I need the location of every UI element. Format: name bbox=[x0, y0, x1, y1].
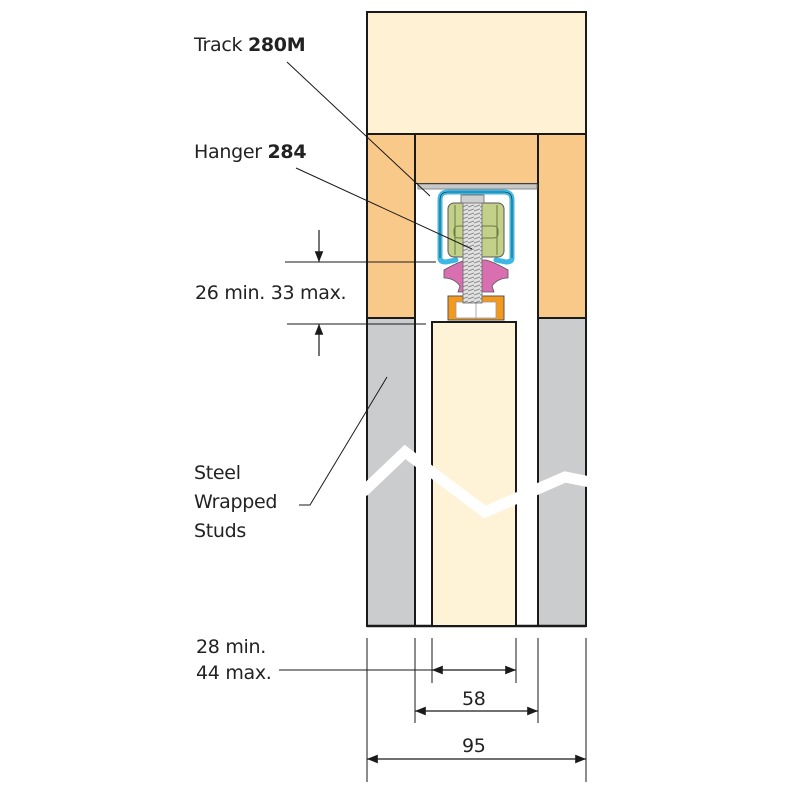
timber-right bbox=[537, 133, 587, 319]
timber-top bbox=[414, 133, 539, 185]
label-hanger-code: 284 bbox=[267, 141, 307, 163]
track-mounting-plate bbox=[417, 183, 538, 190]
break-line bbox=[359, 444, 592, 519]
dimension-overall-width: 95 bbox=[462, 735, 486, 757]
hanger-bolt bbox=[462, 194, 483, 304]
label-track-code: 280M bbox=[247, 34, 306, 56]
label-studs-line1: Steel bbox=[194, 462, 241, 484]
label-track: Track 280M bbox=[194, 34, 306, 56]
label-door-thickness-min: 28 min. bbox=[196, 636, 266, 658]
label-hanger-prefix: Hanger bbox=[194, 141, 262, 163]
steel-stud-right bbox=[537, 317, 587, 627]
leader-studs bbox=[299, 376, 388, 506]
leader-hanger bbox=[295, 167, 473, 250]
label-door-thickness-max: 44 max. bbox=[196, 662, 272, 684]
label-track-prefix: Track bbox=[194, 34, 243, 56]
leader-track bbox=[286, 61, 431, 197]
label-gap-dimension: 26 min. 33 max. bbox=[195, 282, 347, 304]
label-studs-line2: Wrapped bbox=[194, 491, 278, 513]
header-beam bbox=[366, 11, 587, 135]
door-panel bbox=[431, 321, 517, 627]
label-studs-line3: Studs bbox=[194, 520, 247, 542]
timber-left bbox=[366, 133, 416, 319]
label-hanger: Hanger 284 bbox=[194, 141, 307, 163]
dimension-inner-width: 58 bbox=[462, 688, 486, 710]
